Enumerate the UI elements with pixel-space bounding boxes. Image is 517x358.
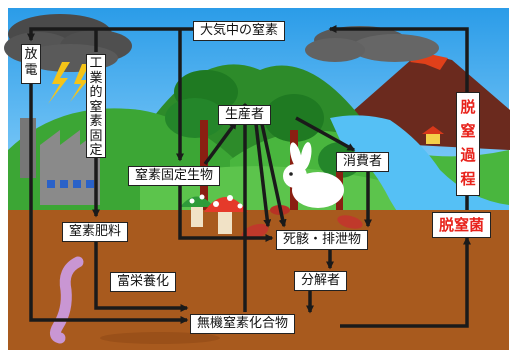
industrial-fixation-label: 工業的窒素固定 xyxy=(86,54,106,158)
nitrogen-fertilizer-label: 窒素肥料 xyxy=(62,222,129,242)
house xyxy=(422,126,444,144)
denitrification-process-label: 脱窒過程 xyxy=(456,92,480,196)
cycle-arrows xyxy=(27,25,471,328)
denitrifying-bacteria-label: 脱窒菌 xyxy=(432,212,492,238)
nitrogen-fixing-organisms-label: 窒素固定生物 xyxy=(128,166,221,186)
mushrooms xyxy=(180,194,248,234)
eutrophication-label: 富栄養化 xyxy=(110,272,177,292)
producer-label: 生産者 xyxy=(218,105,272,125)
leaf-litter xyxy=(241,205,363,241)
lightning-label: 放電 xyxy=(21,44,41,84)
lightning-bolts xyxy=(48,62,90,104)
decomposer-label: 分解者 xyxy=(294,271,348,291)
smoke-cloud xyxy=(305,26,439,62)
rabbit xyxy=(283,142,344,208)
earthworm xyxy=(49,256,84,344)
consumer-label: 消費者 xyxy=(336,152,390,172)
dead-bodies-excreta-label: 死骸・排泄物 xyxy=(276,230,369,250)
atmosphere-nitrogen-label: 大気中の窒素 xyxy=(193,21,286,41)
inorganic-nitrogen-label: 無機窒素化合物 xyxy=(190,314,296,334)
soil-shade xyxy=(100,332,220,344)
